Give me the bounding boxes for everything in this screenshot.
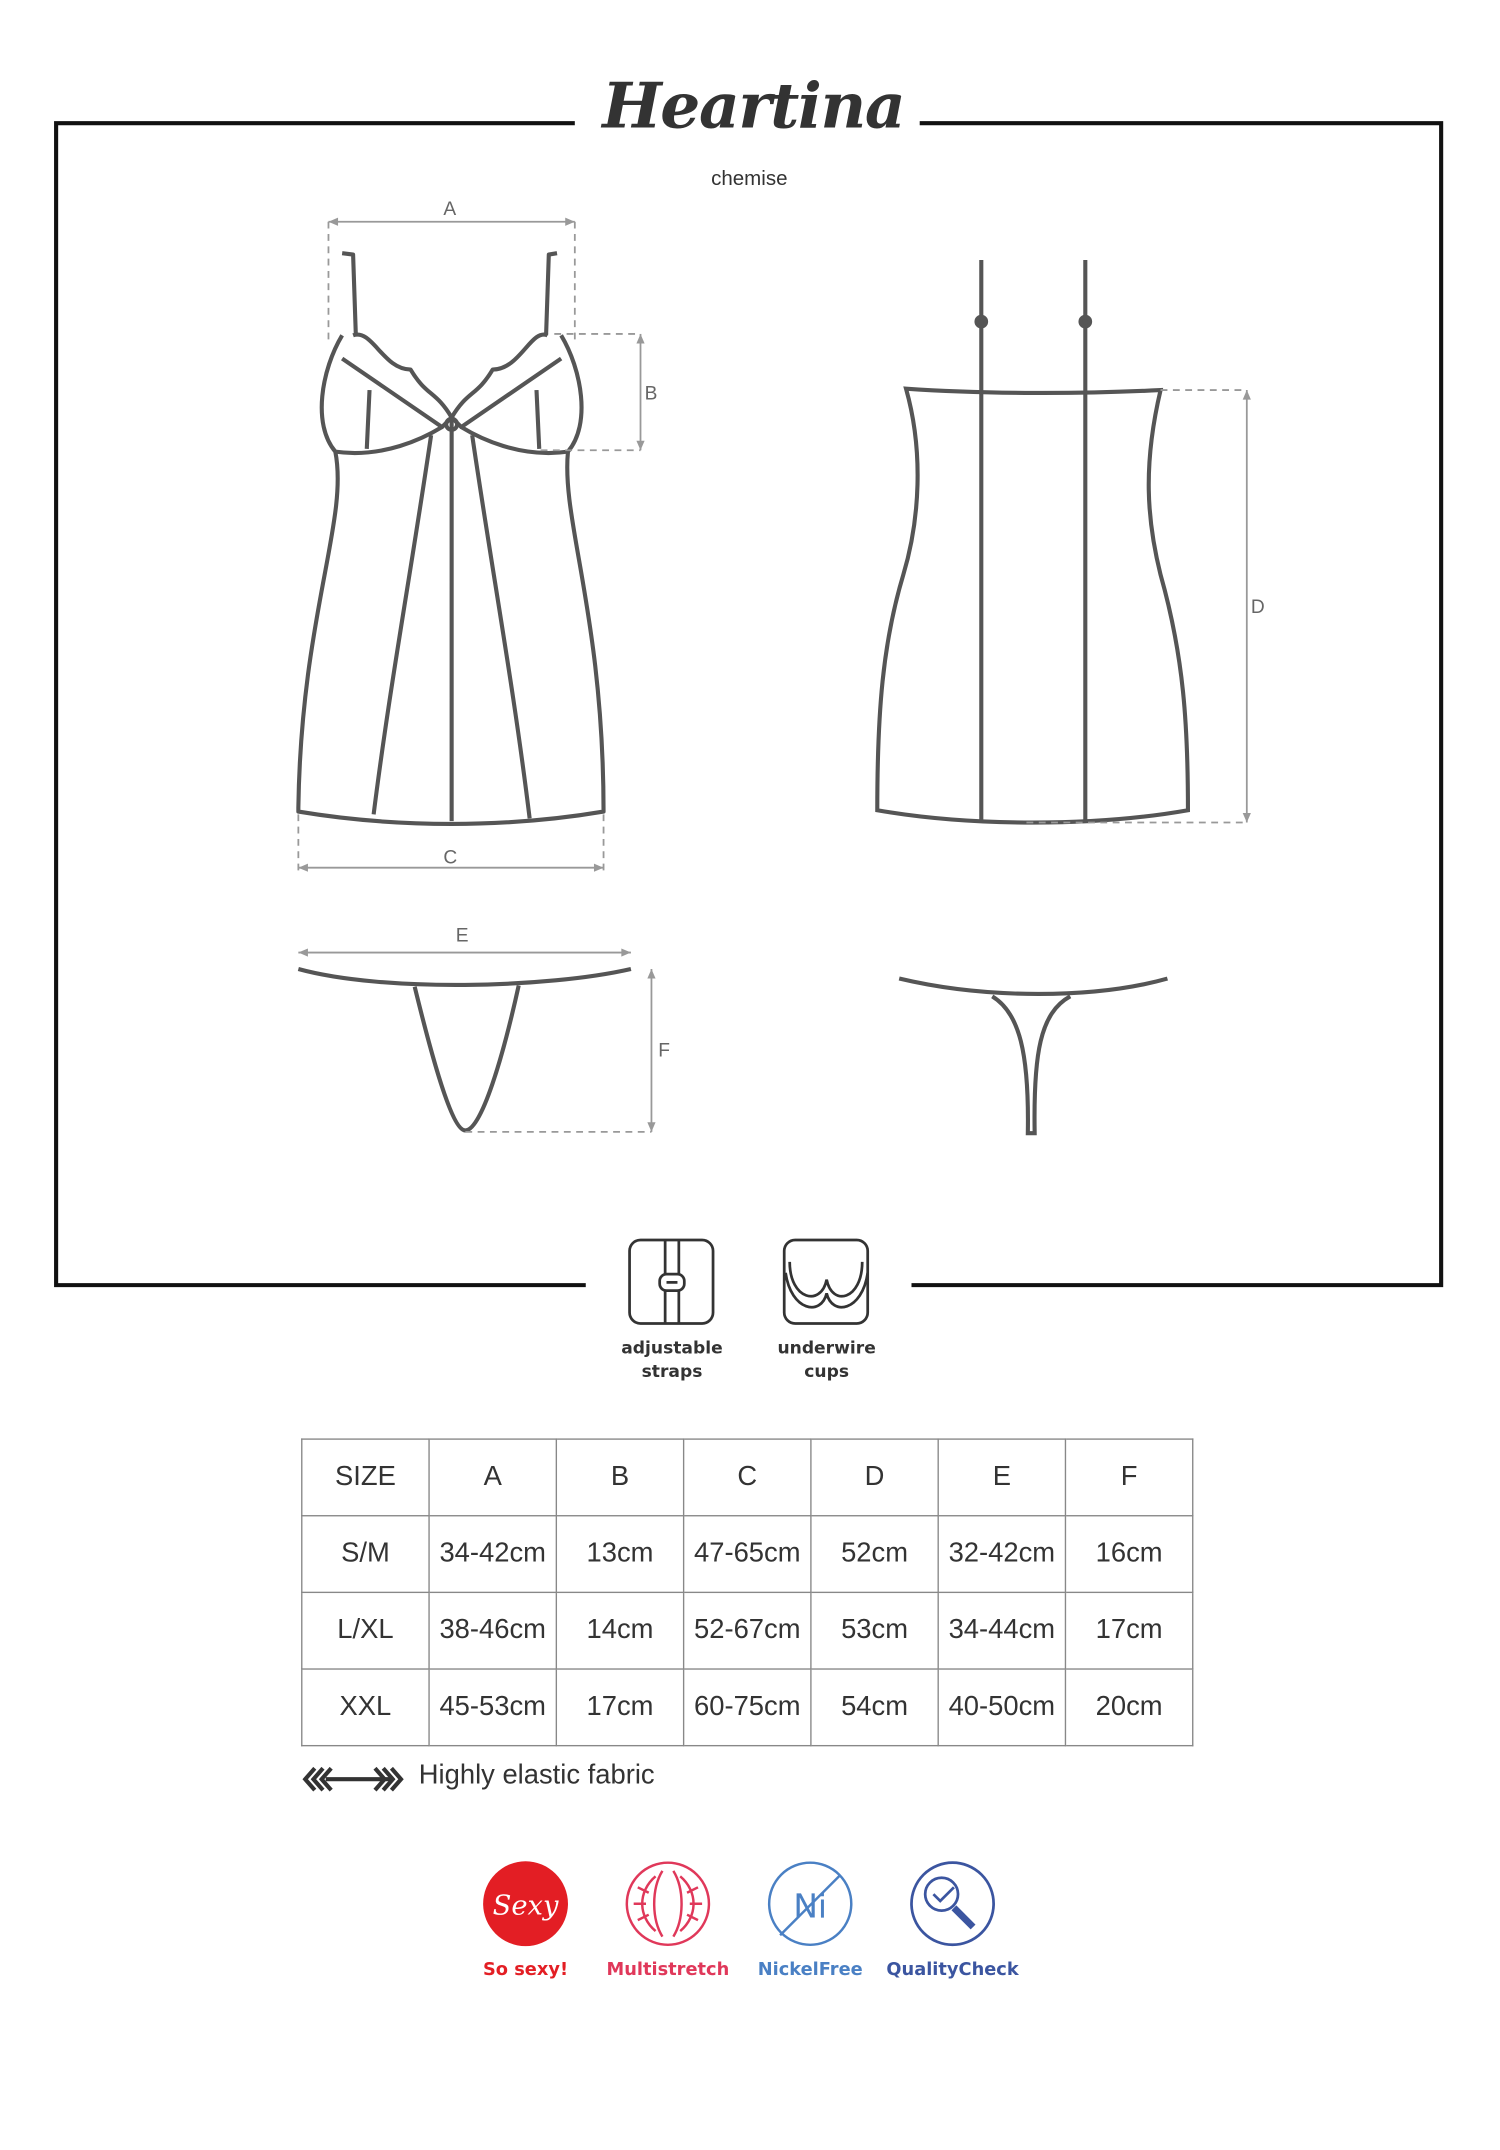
cell: S/M (301, 1515, 430, 1594)
feature-label: adjustable (621, 1337, 723, 1358)
table-header-row: SIZE A B C D E F (301, 1438, 1194, 1517)
brand-logo: Heartina (602, 68, 905, 143)
header-cell: D (810, 1438, 939, 1517)
cell: 34-44cm (937, 1591, 1067, 1670)
badge-label-qualitycheck: QualityCheck (886, 1959, 1019, 1981)
underwire-cups-icon (782, 1238, 870, 1325)
feature-underwire-cups: underwire cups (745, 1336, 909, 1383)
badge-label-multistretch: Multistretch (606, 1959, 730, 1981)
frame (54, 121, 1444, 1288)
cell: 60-75cm (682, 1668, 812, 1747)
cell: 38-46cm (428, 1591, 558, 1670)
cell: 32-42cm (937, 1515, 1067, 1594)
svg-text:Ni: Ni (793, 1887, 827, 1925)
product-type: chemise (711, 166, 788, 191)
dimension-label-c: C (443, 845, 458, 868)
feature-label: cups (804, 1360, 850, 1381)
sexy-badge-icon: Sexy (483, 1861, 568, 1947)
feature-label: straps (641, 1360, 703, 1381)
arrowheads (298, 217, 1251, 1132)
dimension-lines-back (1026, 389, 1248, 824)
dimension-lines-front (297, 220, 642, 871)
cell: 34-42cm (428, 1515, 558, 1594)
feature-adjustable-straps: adjustable straps (590, 1336, 754, 1383)
cell: 20cm (1064, 1668, 1194, 1747)
header-cell: A (428, 1438, 558, 1517)
cell: 40-50cm (937, 1668, 1067, 1747)
svg-text:Sexy: Sexy (493, 1891, 559, 1922)
dimension-label-e: E (455, 923, 469, 946)
chemise-back-drawing (875, 260, 1191, 825)
string-front-drawing (297, 966, 632, 1133)
cell: 53cm (810, 1591, 939, 1670)
string-back-drawing (898, 976, 1168, 1136)
dimension-label-a: A (443, 197, 457, 219)
dimension-lines-string (298, 951, 653, 1133)
cell: 16cm (1064, 1515, 1194, 1594)
cell: 54cm (810, 1668, 939, 1747)
nickelfree-badge-icon: Ni (767, 1861, 853, 1947)
cell: 47-65cm (682, 1515, 812, 1594)
cell: 17cm (555, 1668, 685, 1747)
header-cell: F (1064, 1438, 1194, 1517)
cell: 14cm (555, 1591, 685, 1670)
header-cell: C (682, 1438, 812, 1517)
badge-label-nickelfree: NickelFree (757, 1959, 863, 1981)
elastic-arrow-icon (302, 1766, 404, 1792)
table-row: S/M 34-42cm 13cm 47-65cm 52cm 32-42cm 16… (301, 1515, 1194, 1594)
badge-label-so-sexy: So sexy! (482, 1959, 569, 1981)
adjustable-straps-icon (628, 1238, 715, 1325)
cell: 52cm (810, 1515, 939, 1594)
table-row: XXL 45-53cm 17cm 60-75cm 54cm 40-50cm 20… (301, 1668, 1194, 1747)
cell: XXL (301, 1668, 430, 1747)
size-table: SIZE A B C D E F S/M 34-42cm 13cm 47-65c… (301, 1438, 1194, 1747)
cell: L/XL (301, 1591, 430, 1670)
cell: 45-53cm (428, 1668, 558, 1747)
multistretch-badge-icon (625, 1861, 711, 1947)
table-row: L/XL 38-46cm 14cm 52-67cm 53cm 34-44cm 1… (301, 1591, 1194, 1670)
dimension-label-f: F (658, 1038, 671, 1061)
cell: 13cm (555, 1515, 685, 1594)
dimension-label-d: D (1250, 595, 1265, 618)
header-cell: B (555, 1438, 685, 1517)
fabric-note: Highly elastic fabric (418, 1760, 655, 1791)
cell: 17cm (1064, 1591, 1194, 1670)
header-cell: E (937, 1438, 1067, 1517)
cell: 52-67cm (682, 1591, 812, 1670)
dimension-label-b: B (644, 381, 658, 404)
header-cell: SIZE (301, 1438, 430, 1517)
chemise-front-drawing (296, 251, 606, 826)
feature-label: underwire (777, 1337, 876, 1358)
qualitycheck-badge-icon (910, 1861, 995, 1947)
